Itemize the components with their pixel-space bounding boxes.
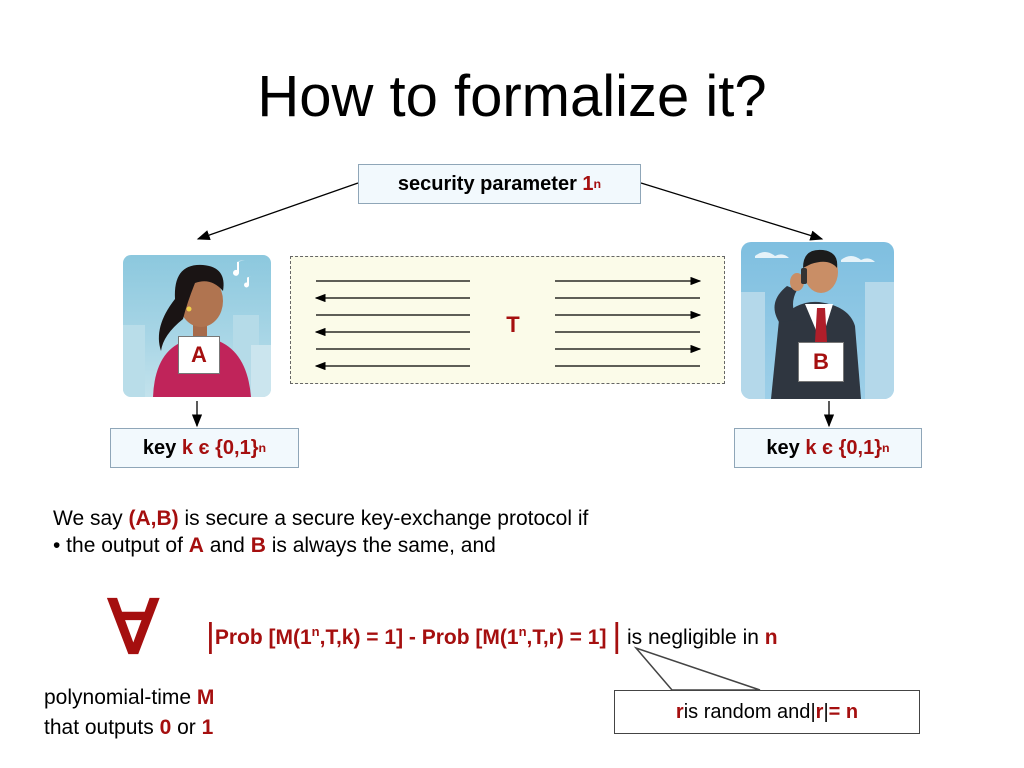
- formula-n: n: [764, 626, 778, 649]
- definition-line-2-pre: • the output of: [53, 534, 189, 557]
- transcript-label: T: [506, 312, 520, 337]
- callout-r-2: r: [815, 700, 824, 723]
- key-box-b: key k є {0,1}n: [734, 428, 922, 468]
- formula-part-3: ,T,r) = 1]: [526, 626, 607, 649]
- formula-exp-2: n: [518, 624, 527, 639]
- poly-line-2-pre: that outputs: [44, 716, 160, 739]
- definition-line-2: • the output of A and B is always the sa…: [53, 532, 588, 559]
- definition-and: and: [203, 534, 251, 557]
- forall-symbol: ∀: [108, 586, 159, 669]
- callout-mid: is random and: [683, 700, 811, 723]
- formula-part-1: Prob [M(1: [214, 626, 312, 649]
- abs-bar-left: |: [206, 617, 215, 655]
- negligible-formula: |Prob [M(1n,T,k) = 1] - Prob [M(1n,T,r) …: [206, 616, 778, 658]
- callout-bar-2: |: [823, 700, 829, 723]
- person-a-illustration: [123, 255, 271, 397]
- key-a-expression: k є {0,1}: [181, 436, 259, 459]
- formula-post: is negligible in: [621, 626, 765, 649]
- party-b-label: B: [798, 342, 844, 382]
- poly-line-1-pre: polynomial-time: [44, 686, 197, 709]
- party-a-label: A: [178, 336, 220, 374]
- definition-party-a: A: [188, 534, 204, 557]
- poly-m: M: [196, 686, 215, 709]
- transcript-box: [290, 256, 725, 384]
- poly-one: 1: [201, 716, 214, 739]
- key-box-a: key k є {0,1}n: [110, 428, 299, 468]
- random-r-callout: r is random and |r| = n: [614, 690, 920, 734]
- arrow-to-b: [640, 182, 824, 241]
- poly-or: or: [171, 716, 202, 739]
- formula-part-2: ,T,k) = 1] - Prob [M(1: [319, 626, 519, 649]
- polynomial-time-text: polynomial-time M that outputs 0 or 1: [44, 683, 214, 743]
- key-b-word: key: [766, 436, 800, 459]
- key-b-expression: k є {0,1}: [805, 436, 882, 459]
- definition-line-1: We say (A,B) is secure a secure key-exch…: [53, 505, 588, 532]
- definition-line-1-post: is secure a secure key-exchange protocol…: [178, 507, 589, 530]
- poly-line-2: that outputs 0 or 1: [44, 713, 214, 743]
- poly-zero: 0: [159, 716, 172, 739]
- callout-bar-1: |: [810, 700, 816, 723]
- security-parameter-label: security parameter: [397, 172, 577, 195]
- definition-line-1-pre: We say: [53, 507, 129, 530]
- key-a-word: key: [142, 436, 177, 459]
- security-parameter-value: 1: [582, 172, 594, 195]
- definition-pair: (A,B): [128, 507, 179, 530]
- woman-figure-icon: [123, 260, 271, 397]
- definition-party-b: B: [250, 534, 266, 557]
- callout-eq: = n: [828, 700, 859, 723]
- definition-text: We say (A,B) is secure a secure key-exch…: [53, 505, 588, 559]
- formula-exp-1: n: [311, 624, 320, 639]
- abs-bar-right: |: [612, 617, 622, 655]
- arrow-to-a: [196, 182, 359, 241]
- slide-title: How to formalize it?: [257, 64, 767, 129]
- poly-line-1: polynomial-time M: [44, 683, 214, 713]
- callout-r: r: [675, 700, 684, 723]
- definition-line-2-post: is always the same, and: [265, 534, 496, 557]
